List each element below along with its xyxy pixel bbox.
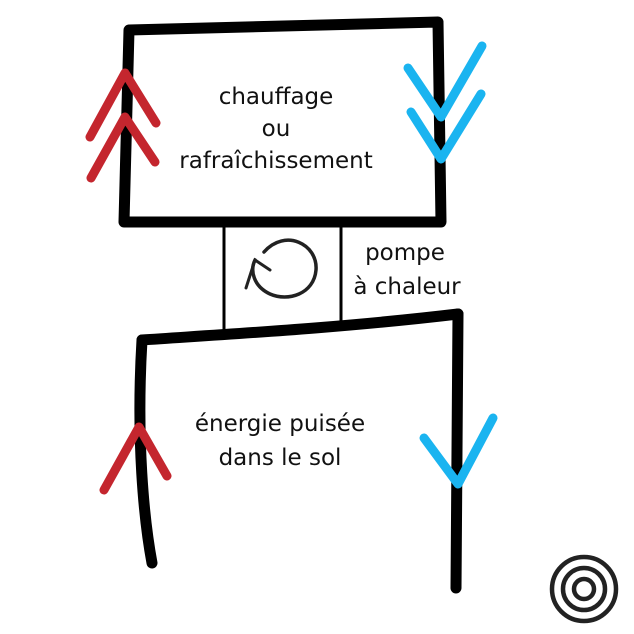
concentric-circles-logo: [549, 554, 619, 624]
heating-cooling-box: [118, 16, 447, 228]
chevron-down-icon: [406, 89, 486, 164]
chevron-down-icon: [403, 41, 487, 122]
ground-loop-left-pipe: [134, 334, 158, 569]
heating-cooling-label-line-3: rafraîchissement: [179, 148, 373, 174]
chevron-up-icon: [86, 112, 160, 183]
heat-pump-box: [222, 222, 343, 337]
heating-cooling-label-line-2: ou: [261, 116, 291, 142]
heat-pump-label-line-1: pompe: [365, 240, 445, 266]
chevron-down-icon: [419, 413, 498, 489]
warm-flow-up-arrows: [85, 68, 172, 495]
ground-loop-right-pipe: [450, 308, 464, 594]
ground-energy-label-line-1: énergie puisée: [194, 411, 366, 437]
cold-flow-down-arrows: [403, 41, 498, 489]
ground-energy-label-line-2: dans le sol: [218, 445, 342, 471]
ground-loop-top-pipe: [136, 308, 464, 346]
circular-arrow-icon: [244, 238, 318, 299]
heat-pump-label-line-2: à chaleur: [353, 274, 461, 300]
chevron-up-icon: [85, 68, 161, 142]
chevron-up-icon: [99, 422, 172, 495]
heating-cooling-label-line-1: chauffage: [218, 84, 334, 110]
